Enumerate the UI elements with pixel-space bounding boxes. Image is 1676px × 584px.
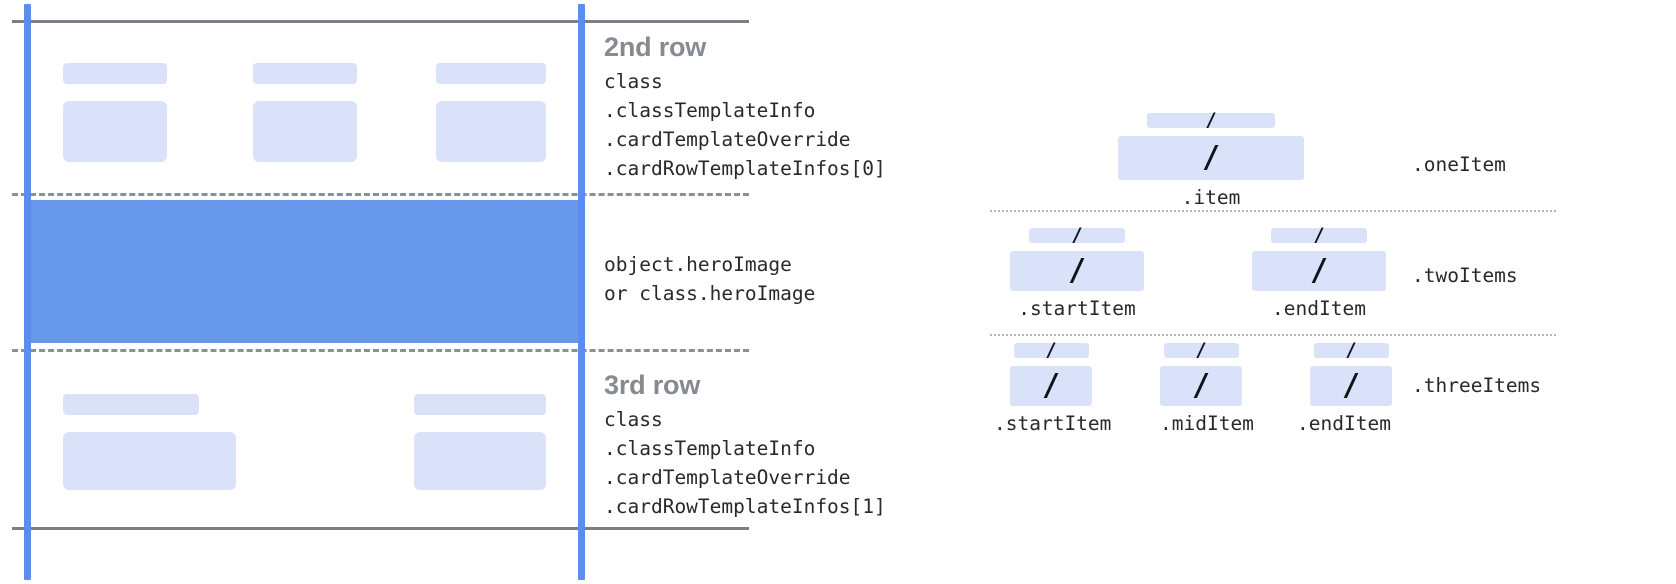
slash-icon: / [1071, 224, 1083, 246]
row2-code-line-2: .classTemplateInfo [604, 99, 816, 122]
card-left-guide-line [24, 4, 31, 580]
row3-code-line-1: class [604, 408, 663, 431]
row2-code-line-4: .cardRowTemplateInfos[0] [604, 157, 886, 180]
threeitems-mid-caption: .midItem [1160, 412, 1254, 435]
oneitem-item-label-bar: / [1147, 111, 1275, 130]
row3-code-line-4: .cardRowTemplateInfos[1] [604, 495, 886, 518]
item-layout-diagram: / / .item / / .startItem / / .endItem / … [960, 0, 1676, 584]
oneitem-twoitems-divider [990, 210, 1556, 212]
row2-cell-2-label-bar [253, 63, 357, 84]
row2-cell-2 [253, 63, 357, 162]
slash-icon: / [1345, 339, 1357, 361]
row2-cell-3 [436, 63, 546, 162]
row3-cell-1 [63, 394, 236, 490]
slash-icon: / [1313, 224, 1325, 246]
oneitem-item-caption: .item [1181, 186, 1241, 209]
twoitems-start-body-box: / [1010, 251, 1144, 291]
threeitems-start-label-bar: / [1013, 341, 1089, 360]
row2-code-line-3: .cardTemplateOverride [604, 128, 851, 151]
twoitems-end-body-box: / [1252, 251, 1386, 291]
row2-cell-3-body-box [436, 101, 546, 162]
twoitems-threeitems-divider [990, 334, 1556, 336]
row3-cell-1-label-bar [63, 394, 199, 415]
row2-cell-3-label-bar [436, 63, 546, 84]
threeitems-slot-mid: / / .midItem [1160, 341, 1254, 435]
row2-cell-2-body-box [253, 101, 357, 162]
oneitem-item-body-box: / [1118, 136, 1304, 180]
oneitem-slot-item: / / .item [1118, 111, 1304, 209]
slash-icon: / [1341, 368, 1361, 403]
hero-row3-divider [12, 349, 749, 352]
row3-cell-1-body-box [63, 432, 236, 490]
slash-icon: / [1201, 140, 1221, 175]
row2-cell-1-body-box [63, 101, 167, 162]
hero-code-line-2: or class.heroImage [604, 282, 816, 305]
row2-code-line-1: class [604, 70, 663, 93]
card-top-rule [12, 20, 749, 23]
row3-cell-2-body-box [414, 432, 546, 490]
twoitems-start-label-bar: / [1029, 226, 1125, 245]
card-template-diagram [0, 0, 749, 584]
row3-heading: 3rd row [604, 370, 701, 400]
card-right-guide-line [578, 4, 585, 580]
row2-hero-divider [12, 193, 749, 196]
hero-image-band [31, 200, 578, 343]
card-bottom-rule [12, 527, 749, 530]
slash-icon: / [1191, 368, 1211, 403]
row3-code-line-3: .cardTemplateOverride [604, 466, 851, 489]
slash-icon: / [1195, 339, 1207, 361]
row2-cell-1 [63, 63, 167, 162]
twoitems-slot-start: / / .startItem [1010, 226, 1144, 320]
row2-heading: 2nd row [604, 32, 707, 62]
threeitems-mid-body-box: / [1160, 366, 1242, 406]
slash-icon: / [1041, 368, 1061, 403]
slash-icon: / [1067, 253, 1087, 288]
threeitems-end-body-box: / [1310, 366, 1392, 406]
threeitems-start-caption: .startItem [994, 412, 1112, 435]
twoitems-end-label-bar: / [1271, 226, 1367, 245]
slash-icon: / [1045, 339, 1057, 361]
twoitems-slot-end: / / .endItem [1252, 226, 1386, 320]
twoitems-end-caption: .endItem [1272, 297, 1366, 320]
row3-cell-2-label-bar [414, 394, 546, 415]
threeitems-start-body-box: / [1010, 366, 1092, 406]
row2-annotation: 2nd row class .classTemplateInfo .cardTe… [604, 30, 886, 183]
oneitem-section-label: .oneItem [1412, 153, 1506, 176]
row3-code-line-2: .classTemplateInfo [604, 437, 816, 460]
threeitems-end-caption: .endItem [1297, 412, 1391, 435]
threeitems-slot-start: / / .startItem [994, 341, 1111, 436]
slash-icon: / [1309, 253, 1329, 288]
twoitems-section-label: .twoItems [1412, 264, 1518, 287]
slash-icon: / [1205, 109, 1217, 131]
threeitems-mid-label-bar: / [1163, 341, 1239, 360]
threeitems-slot-end: / / .endItem [1297, 341, 1392, 435]
hero-code-line-1: object.heroImage [604, 253, 792, 276]
threeitems-section-label: .threeItems [1412, 374, 1542, 397]
twoitems-start-caption: .startItem [1018, 297, 1136, 320]
row2-cell-1-label-bar [63, 63, 167, 84]
row3-cell-2 [414, 394, 546, 490]
row3-annotation: 3rd row class .classTemplateInfo .cardTe… [604, 368, 886, 521]
threeitems-end-label-bar: / [1313, 341, 1389, 360]
hero-annotation: object.heroImage or class.heroImage [604, 250, 815, 308]
